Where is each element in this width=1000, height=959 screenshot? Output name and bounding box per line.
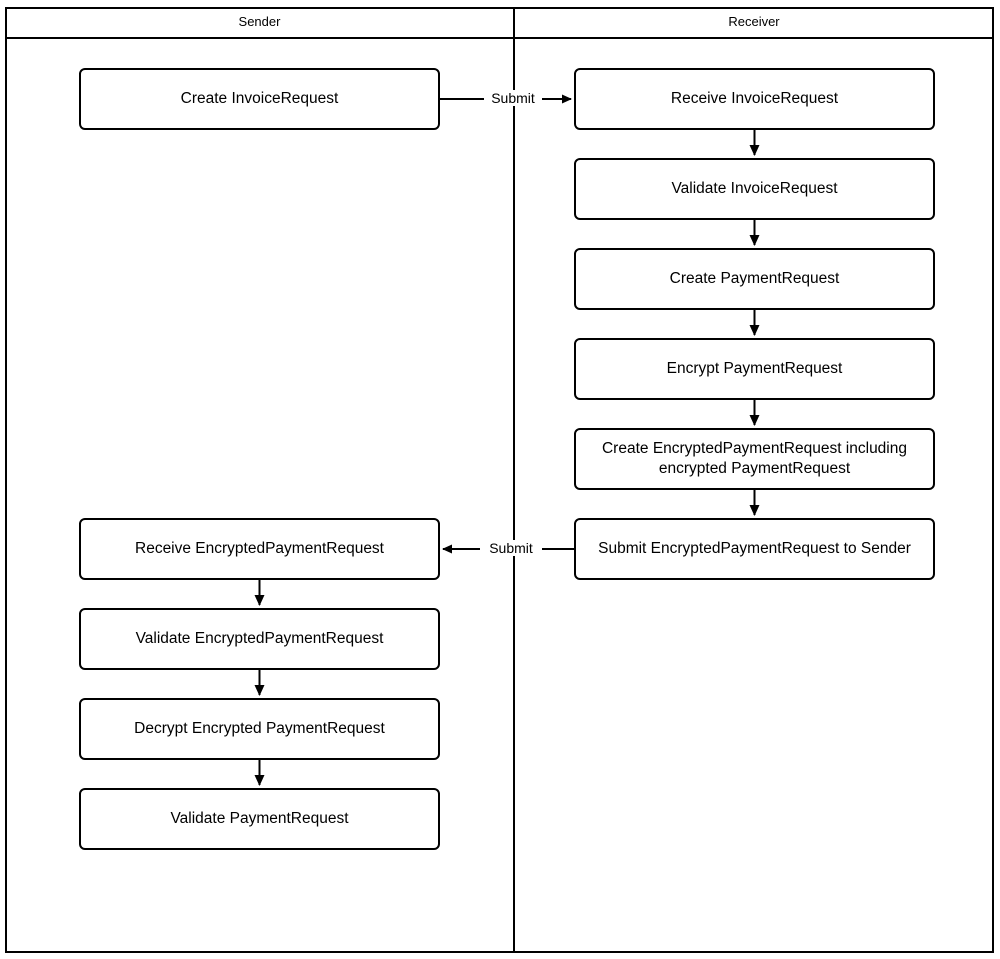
node-submit-encryptedpaymentrequest-to-sender[interactable]: Submit EncryptedPaymentRequest to Sender [574, 518, 935, 580]
node-create-paymentrequest[interactable]: Create PaymentRequest [574, 248, 935, 310]
node-create-invoicerequest[interactable]: Create InvoiceRequest [79, 68, 440, 130]
lane-header-sender: Sender [238, 14, 281, 29]
node-create-encryptedpaymentrequest[interactable]: Create EncryptedPaymentRequest including… [574, 428, 935, 490]
node-encrypt-paymentrequest[interactable]: Encrypt PaymentRequest [574, 338, 935, 400]
node-receive-encryptedpaymentrequest[interactable]: Receive EncryptedPaymentRequest [79, 518, 440, 580]
node-validate-encryptedpaymentrequest[interactable]: Validate EncryptedPaymentRequest [79, 608, 440, 670]
lane-header-receiver: Receiver [728, 14, 780, 29]
node-decrypt-encrypted-paymentrequest[interactable]: Decrypt Encrypted PaymentRequest [79, 698, 440, 760]
node-receive-invoicerequest[interactable]: Receive InvoiceRequest [574, 68, 935, 130]
edge-label-submit-forward: Submit [484, 90, 542, 106]
node-validate-invoicerequest[interactable]: Validate InvoiceRequest [574, 158, 935, 220]
swimlane-vertical-divider [513, 7, 515, 953]
node-validate-paymentrequest[interactable]: Validate PaymentRequest [79, 788, 440, 850]
swimlane-header-divider [5, 37, 994, 39]
edge-label-submit-return: Submit [480, 540, 542, 556]
